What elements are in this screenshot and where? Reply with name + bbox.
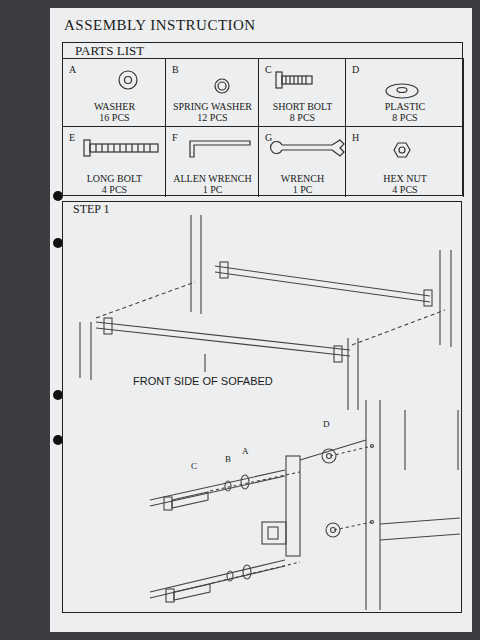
part-quantity: 4 PCS — [392, 184, 417, 195]
part-cell: C SHORT BOLT8 PCS — [259, 58, 346, 126]
part-cell: D PLASTIC8 PCS — [346, 58, 464, 126]
part-letter: E — [69, 132, 75, 143]
part-quantity: 4 PCS — [102, 184, 127, 195]
part-name: PLASTIC — [385, 101, 426, 112]
part-cell: A WASHER16 PCS — [63, 58, 166, 126]
part-cell: B SPRING WASHER12 PCS — [166, 58, 259, 126]
part-name: WRENCH — [281, 173, 324, 184]
part-quantity: 16 PCS — [99, 112, 129, 123]
part-letter: F — [172, 132, 178, 143]
part-cell: E LONG BOLT4 PCS — [63, 126, 166, 197]
panel-heading: PARTS LIST — [75, 44, 144, 58]
part-cell: H HEX NUT4 PCS — [346, 126, 464, 197]
note-label: FRONT SIDE OF SOFABED — [132, 375, 274, 387]
joint-detail — [150, 400, 460, 610]
part-quantity: 1 PC — [293, 184, 313, 195]
part-cell: F ALLEN WRENCH1 PC — [166, 126, 259, 197]
part-letter: G — [265, 132, 272, 143]
part-quantity: 12 PCS — [197, 112, 227, 123]
page-title: ASSEMBLY INSTRUCTION — [64, 17, 256, 34]
parts-table: A WASHER16 PCS B SPRING WASHER12 PCS C SHORT … — [62, 42, 463, 196]
part-cell: G WRENCH1 PC — [259, 126, 346, 197]
part-name: SPRING WASHER — [173, 101, 252, 112]
part-letter: D — [352, 64, 359, 75]
part-name: HEX NUT — [383, 173, 427, 184]
part-name: WASHER — [94, 101, 135, 112]
part-letter: A — [69, 64, 76, 75]
part-letter: B — [172, 64, 179, 75]
step-panel: STEP 1 — [62, 201, 462, 613]
callout-letter: A — [241, 447, 250, 457]
callout-letter: C — [190, 462, 198, 472]
part-letter: C — [265, 64, 272, 75]
sofabed-frame — [80, 215, 451, 410]
part-name: LONG BOLT — [87, 173, 142, 184]
part-letter: H — [352, 132, 359, 143]
callout-letter: D — [322, 420, 331, 430]
part-quantity: 1 PC — [203, 184, 223, 195]
part-quantity: 8 PCS — [290, 112, 315, 123]
part-name: SHORT BOLT — [273, 101, 333, 112]
part-quantity: 8 PCS — [392, 112, 417, 123]
callout-letter: B — [224, 455, 232, 465]
panel-heading: STEP 1 — [73, 203, 110, 216]
part-name: ALLEN WRENCH — [173, 173, 251, 184]
part-icons — [84, 71, 418, 157]
